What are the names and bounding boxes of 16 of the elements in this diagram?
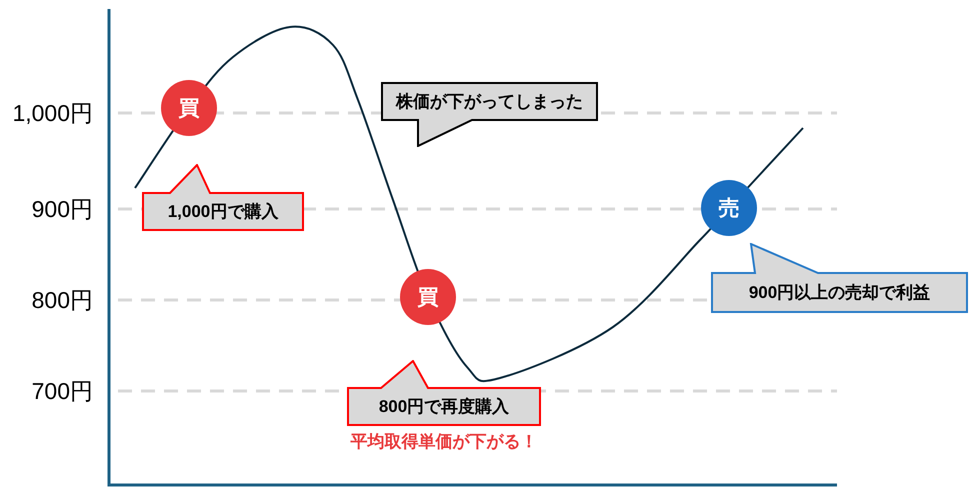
note-text: 平均取得単価が下がる！ xyxy=(350,431,538,453)
bubble-text: 800円で再度購入 xyxy=(378,396,510,418)
axis-tick-label: 900円 xyxy=(32,195,93,224)
bubble-text: 株価が下がってしまった xyxy=(396,90,583,112)
speech-bubble xyxy=(347,360,541,426)
marker-label: 買 xyxy=(418,286,438,308)
speech-bubble xyxy=(142,164,304,231)
axis-tick-label: 700円 xyxy=(32,377,93,406)
speech-bubble xyxy=(381,82,598,147)
marker-label: 売 xyxy=(718,198,740,218)
bubble-text: 900円以上の売却で利益 xyxy=(748,282,930,304)
bubble-text: 1,000円で購入 xyxy=(168,200,278,222)
marker-label: 買 xyxy=(178,98,200,118)
speech-bubble xyxy=(711,243,968,313)
axis-tick-label: 800円 xyxy=(32,286,93,315)
axis-tick-label: 1,000円 xyxy=(12,99,93,128)
